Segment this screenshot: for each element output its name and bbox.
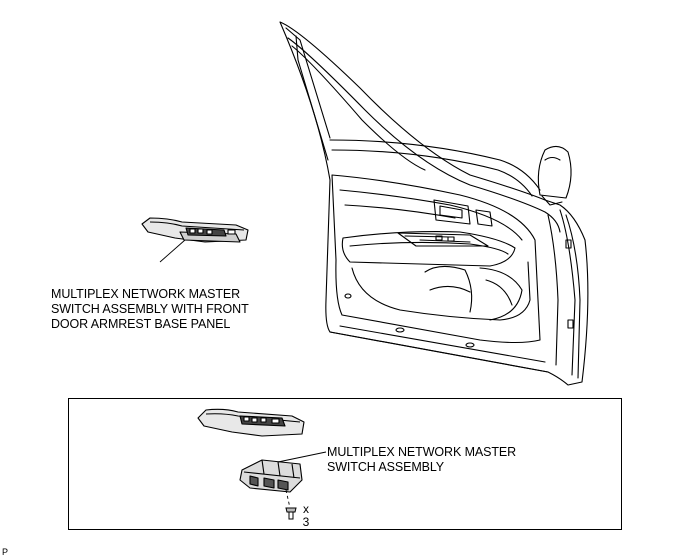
screw-icon <box>285 507 297 520</box>
inset-frame <box>68 398 622 530</box>
quantity-value: 3 <box>302 515 310 529</box>
figure-id: P <box>2 547 9 557</box>
door-panel-illustration <box>279 21 589 386</box>
callout-line: SWITCH ASSEMBLY WITH FRONT <box>51 302 249 316</box>
quantity-symbol: x <box>303 502 309 516</box>
callout-master-switch-assembly: MULTIPLEX NETWORK MASTER SWITCH ASSEMBLY <box>327 445 516 475</box>
switch-panel-illustration <box>141 217 249 263</box>
callout-line: MULTIPLEX NETWORK MASTER <box>327 445 517 459</box>
callout-master-switch-with-base-panel: MULTIPLEX NETWORK MASTER SWITCH ASSEMBLY… <box>51 287 249 332</box>
callout-line: DOOR ARMREST BASE PANEL <box>51 317 231 331</box>
switch-assembly-illustration <box>197 408 327 509</box>
fastener-quantity: x 3 <box>300 503 312 529</box>
callout-line: SWITCH ASSEMBLY <box>327 460 445 474</box>
callout-line: MULTIPLEX NETWORK MASTER <box>51 287 241 301</box>
